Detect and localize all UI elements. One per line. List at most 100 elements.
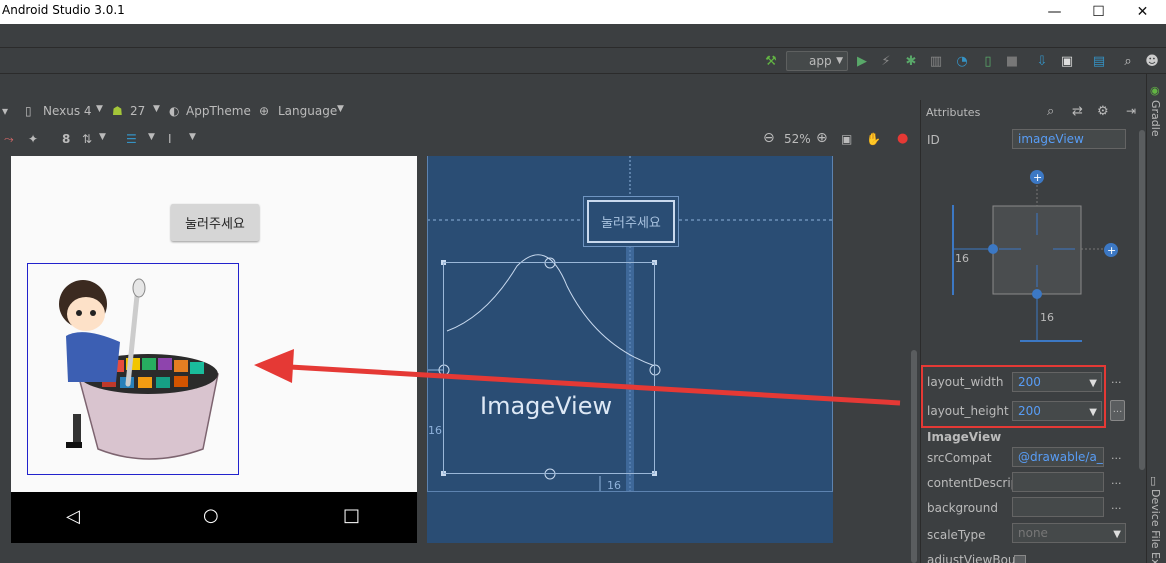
chevron-down-icon[interactable]: ▾ (2, 104, 9, 118)
content-description-label: contentDescrip (927, 476, 1019, 490)
default-margin-value[interactable]: 8 (62, 132, 71, 146)
constraint-left-margin[interactable]: 16 (955, 252, 969, 265)
blueprint-press-button[interactable]: 눌러주세요 (587, 200, 675, 243)
preview-image-view[interactable] (27, 263, 239, 475)
more-button[interactable]: ... (1110, 400, 1125, 421)
run-config-select[interactable]: app ▼ (786, 51, 848, 71)
sync-gradle-icon[interactable]: ⇩ (1036, 53, 1048, 69)
chevron-down-icon: ▼ (1113, 529, 1121, 540)
svg-text:+: + (1033, 171, 1042, 184)
attach-process-icon[interactable]: ▯ (984, 53, 992, 69)
run-config-label: app (809, 54, 832, 68)
close-button[interactable]: ✕ (1136, 4, 1149, 20)
guidelines-icon[interactable]: I (168, 132, 172, 146)
id-input[interactable]: imageView (1012, 129, 1126, 149)
cartoon-image (59, 278, 219, 460)
home-icon[interactable]: ○ (203, 505, 219, 526)
clear-constraints-icon[interactable]: ⤳ (4, 132, 14, 146)
build-hammer-icon[interactable]: ⚒ (765, 53, 777, 69)
minimize-button[interactable]: — (1047, 4, 1062, 20)
back-icon[interactable]: ◁ (66, 506, 80, 527)
gradle-tab[interactable]: Gradle (1149, 100, 1162, 137)
zoom-fit-icon[interactable]: ▣ (841, 132, 853, 146)
device-file-explorer-tab[interactable]: Device File Exp (1149, 489, 1162, 563)
more-button[interactable]: ... (1111, 474, 1122, 487)
blueprint-frame (427, 156, 833, 492)
attach-debugger-icon[interactable]: ▥ (929, 53, 943, 69)
src-compat-input[interactable]: @drawable/a_r (1012, 447, 1104, 467)
device-icon: ▯ (25, 104, 32, 118)
recents-icon[interactable]: □ (343, 505, 361, 526)
constraint-bottom-margin[interactable]: 16 (1040, 311, 1054, 324)
svg-text:+: + (1107, 244, 1116, 257)
hide-panel-icon[interactable]: ⇥ (1126, 104, 1137, 118)
user-icon[interactable]: ☻ (1145, 53, 1159, 69)
design-toolbar: ▾ ▯ Nexus 4 ▼ ☗ 27 ▼ ◐ AppTheme ⊕ Langua… (0, 100, 918, 126)
zoom-in-icon[interactable]: ⊕ (816, 130, 828, 146)
layout-height-value: 200 (1018, 404, 1041, 418)
device-select[interactable]: Nexus 4 (43, 104, 92, 118)
layout-width-select[interactable]: 200 ▼ (1012, 372, 1102, 392)
apply-changes-icon[interactable]: ⚡ (881, 53, 891, 69)
blueprint-margin-bottom: 16 (607, 479, 621, 492)
language-select[interactable]: Language (278, 104, 338, 118)
background-input[interactable] (1012, 497, 1104, 517)
layout-height-select[interactable]: 200 ▼ (1012, 401, 1102, 421)
globe-icon: ⊕ (259, 104, 270, 118)
stop-icon[interactable]: ■ (1005, 53, 1019, 69)
swap-view-icon[interactable]: ⇄ (1072, 104, 1083, 119)
zoom-level: 52% (784, 132, 811, 146)
navigation-bar: ◁ ○ □ (11, 492, 417, 543)
canvas-scrollbar[interactable] (911, 350, 917, 563)
highlight-box (921, 365, 1106, 428)
gear-icon[interactable]: ⚙ (1097, 104, 1109, 119)
chevron-down-icon: ▼ (153, 104, 160, 114)
search-icon[interactable]: ⌕ (1047, 104, 1055, 119)
run-icon[interactable]: ▶ (857, 53, 867, 69)
api-select[interactable]: 27 (130, 104, 146, 118)
scale-type-value: none (1018, 526, 1048, 540)
profile-icon[interactable]: ◔ (956, 53, 968, 69)
zoom-out-icon[interactable]: ⊖ (763, 130, 775, 146)
chevron-down-icon: ▼ (337, 104, 344, 114)
title-bar: Android Studio 3.0.1 — ☐ ✕ (0, 0, 1166, 24)
blueprint-image-view[interactable] (443, 262, 655, 474)
more-button[interactable]: ... (1111, 449, 1122, 462)
pan-hand-icon[interactable]: ✋ (866, 132, 881, 146)
content-description-input[interactable] (1012, 472, 1104, 492)
error-icon[interactable]: ● (897, 131, 909, 146)
project-structure-icon[interactable]: ▤ (1092, 53, 1106, 69)
android-icon: ☗ (112, 104, 123, 118)
pack-icon[interactable]: ⇅ (82, 132, 93, 146)
align-icon[interactable]: ☰ (126, 132, 137, 146)
chevron-down-icon: ▼ (96, 104, 103, 114)
theme-select[interactable]: AppTheme (186, 104, 251, 118)
more-button[interactable]: ... (1111, 499, 1122, 512)
constraint-widget[interactable]: + + (945, 165, 1125, 345)
device-file-icon: ▯ (1150, 474, 1157, 487)
debug-icon[interactable]: ✱ (905, 53, 917, 69)
attributes-scrollbar[interactable] (1139, 130, 1145, 470)
more-button[interactable]: ... (1111, 373, 1122, 386)
layout-toolbar: ⤳ ✦ 8 ⇅ ▼ ☰ ▼ I ▼ ⊖ 52% ⊕ ▣ ✋ ● (0, 128, 918, 154)
avd-manager-icon[interactable]: ▣ (1060, 53, 1074, 69)
infer-constraints-icon[interactable]: ✦ (28, 132, 39, 146)
src-compat-label: srcCompat (927, 451, 992, 465)
chevron-down-icon: ▼ (1089, 407, 1097, 418)
chevron-down-icon: ▼ (189, 132, 196, 142)
search-icon[interactable]: ⌕ (1124, 53, 1132, 69)
imageview-section-title: ImageView (927, 430, 1002, 444)
scale-type-select[interactable]: none ▼ (1012, 523, 1126, 543)
theme-icon: ◐ (169, 104, 180, 118)
maximize-button[interactable]: ☐ (1092, 4, 1105, 20)
layout-width-value: 200 (1018, 375, 1041, 389)
preview-press-button[interactable]: 눌러주세요 (171, 204, 259, 241)
id-label: ID (927, 133, 940, 147)
chevron-down-icon: ▼ (99, 132, 106, 142)
layout-height-label: layout_height (927, 404, 1009, 418)
blueprint-image-label: ImageView (480, 392, 613, 420)
layout-width-label: layout_width (927, 375, 1004, 389)
menu-bar (0, 24, 1166, 48)
adjust-view-bounds-checkbox[interactable] (1014, 555, 1026, 563)
adjust-view-bounds-label: adjustViewBou (927, 553, 1016, 563)
